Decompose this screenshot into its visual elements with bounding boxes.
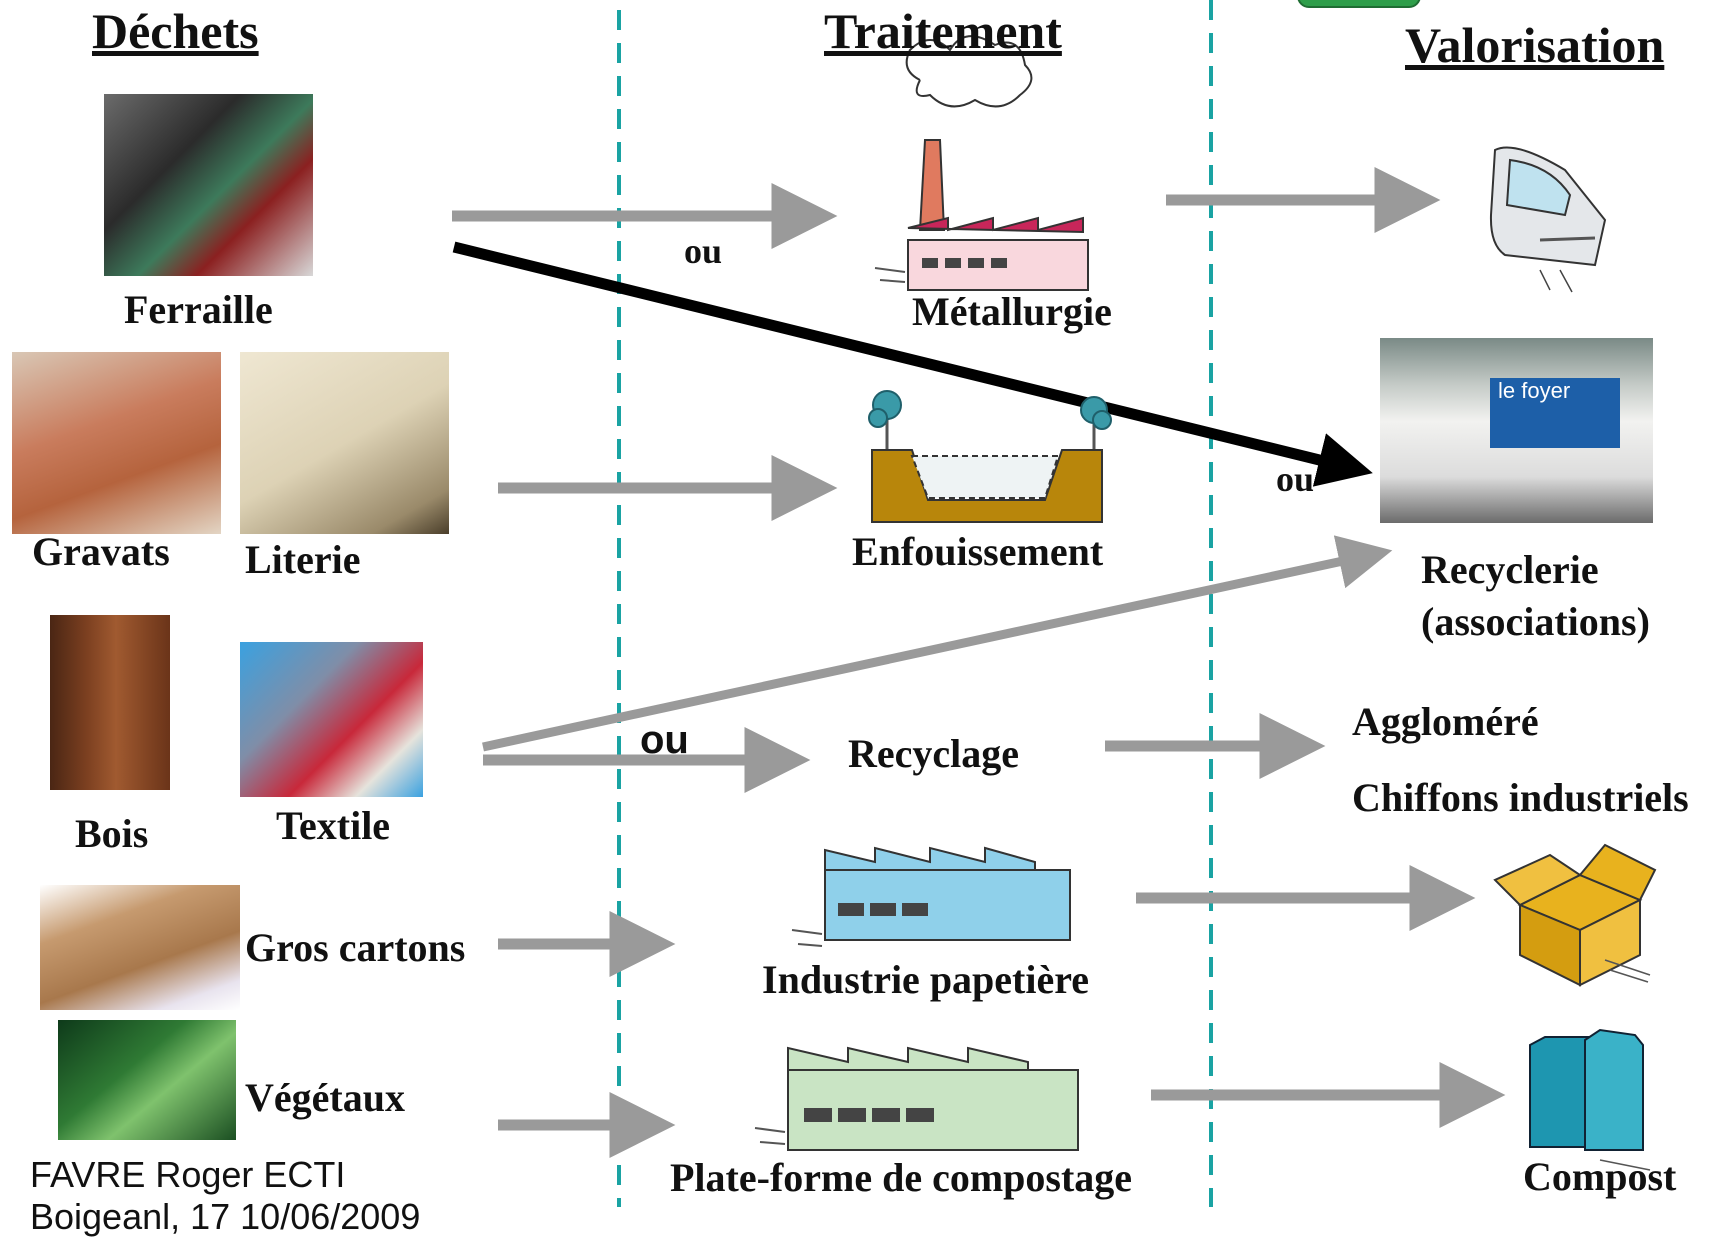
recyclerie-sign bbox=[1490, 378, 1620, 448]
label-enfouissement: Enfouissement bbox=[852, 529, 1104, 574]
paper-factory-icon bbox=[791, 846, 1071, 947]
label-textile: Textile bbox=[276, 803, 391, 848]
label-gros-cartons: Gros cartons bbox=[245, 925, 466, 970]
ou-label-textile: ou bbox=[640, 718, 689, 762]
ou-label-ferraille: ou bbox=[684, 231, 723, 271]
label-chiffons: Chiffons industriels bbox=[1352, 775, 1689, 820]
textile-photo bbox=[240, 642, 423, 797]
label-ferraille: Ferraille bbox=[124, 287, 273, 332]
rubble-photo bbox=[12, 352, 221, 534]
label-vegetaux: Végétaux bbox=[245, 1075, 405, 1120]
footer-date: Boigeanl, 17 10/06/2009 bbox=[30, 1196, 421, 1237]
ou-label-recyclerie: ou bbox=[1276, 459, 1315, 499]
label-gravats: Gravats bbox=[32, 529, 170, 574]
label-bois: Bois bbox=[75, 811, 149, 856]
label-associations: (associations) bbox=[1421, 599, 1650, 644]
compost-bags-icon bbox=[1529, 1028, 1651, 1171]
cardboard-boxes-photo bbox=[40, 885, 240, 1010]
label-compost: Compost bbox=[1523, 1154, 1677, 1199]
label-recyclerie: Recyclerie bbox=[1421, 547, 1599, 592]
label-metallurgie: Métallurgie bbox=[912, 289, 1112, 334]
label-agglomere: Aggloméré bbox=[1352, 699, 1539, 744]
recyclerie-sign-text: le foyer bbox=[1498, 378, 1571, 403]
label-industrie-papetiere: Industrie papetière bbox=[762, 957, 1090, 1002]
arrow-textile-recyclerie bbox=[482, 535, 1393, 752]
label-literie: Literie bbox=[245, 537, 361, 582]
car-door-icon bbox=[1489, 146, 1607, 293]
diagram-canvas bbox=[452, 0, 1657, 1207]
arrow-ferraille-recyclerie bbox=[452, 241, 1373, 487]
wooden-cabinet-photo bbox=[50, 615, 170, 790]
compost-platform-icon bbox=[754, 1046, 1079, 1151]
landfill-icon bbox=[868, 390, 1112, 523]
cardboard-box-icon bbox=[1493, 843, 1657, 987]
footer-author: FAVRE Roger ECTI bbox=[30, 1154, 346, 1195]
scrap-metal-photo bbox=[104, 94, 313, 276]
mattress-photo bbox=[240, 352, 449, 534]
plants-photo bbox=[58, 1020, 236, 1140]
header-dechets: Déchets bbox=[92, 3, 259, 59]
header-valorisation: Valorisation bbox=[1405, 17, 1665, 73]
label-compostage: Plate-forme de compostage bbox=[670, 1155, 1133, 1200]
waste-flow-diagram: le foyer Déchets Traitement Valorisation… bbox=[12, 0, 1689, 1237]
recyclerie-photo: le foyer bbox=[1380, 338, 1653, 523]
metallurgy-factory-icon bbox=[874, 35, 1089, 291]
label-recyclage: Recyclage bbox=[848, 731, 1020, 776]
header-traitement: Traitement bbox=[824, 3, 1062, 59]
